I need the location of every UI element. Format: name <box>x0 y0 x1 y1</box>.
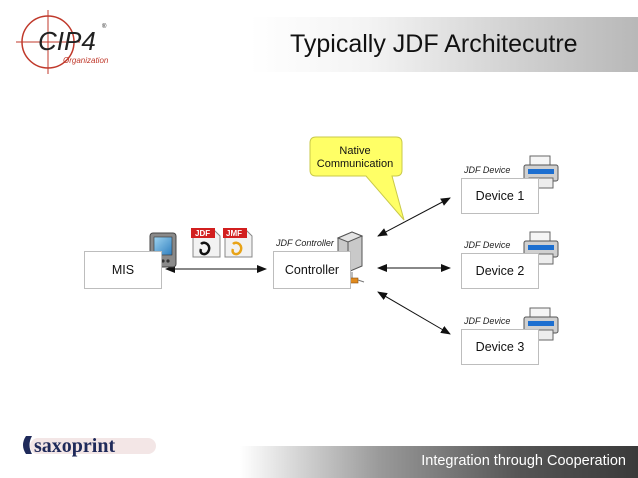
callout-line-1: Native <box>339 145 371 157</box>
printer-icon <box>523 155 559 189</box>
title-bar <box>250 17 638 72</box>
logo-text: CIP4 <box>38 26 96 56</box>
device2-label: Device 2 <box>475 264 525 278</box>
controller-label: Controller <box>284 263 340 277</box>
callout-text: Native Communication <box>312 145 398 171</box>
device1-role-label: JDF Device <box>464 165 511 175</box>
page-title: Typically JDF Architecutre <box>290 30 578 58</box>
device2-role-label: JDF Device <box>464 240 511 250</box>
arrow-controller-device3 <box>377 291 451 335</box>
logo-subtext: Organization <box>63 56 109 65</box>
logo-registered: ® <box>102 23 107 30</box>
svg-text:JMF: JMF <box>226 229 242 238</box>
saxoprint-text: saxoprint <box>34 435 115 457</box>
device1-label: Device 1 <box>475 189 525 203</box>
callout-line-2: Communication <box>316 158 394 170</box>
mis-label: MIS <box>111 263 135 277</box>
device3-label: Device 3 <box>475 340 525 354</box>
mis-node[interactable]: MIS <box>84 251 162 289</box>
arrow-controller-device1 <box>377 197 451 237</box>
device2-node[interactable]: Device 2 <box>461 253 539 289</box>
cip4-logo: CIP4 Organization ® <box>16 10 109 74</box>
device3-role-label: JDF Device <box>464 316 511 326</box>
svg-text:JDF: JDF <box>195 229 210 238</box>
controller-role-label: JDF Controller <box>276 238 334 248</box>
saxoprint-logo: saxoprint <box>23 435 156 457</box>
device1-node[interactable]: Device 1 <box>461 178 539 214</box>
device3-node[interactable]: Device 3 <box>461 329 539 365</box>
jmf-file-icon: JMF <box>223 228 253 258</box>
footer-bar <box>240 446 638 478</box>
callout-bubble <box>309 136 405 221</box>
footer-tagline: Integration through Cooperation <box>421 453 626 469</box>
controller-node[interactable]: Controller <box>273 251 351 289</box>
jdf-file-icon: JDF <box>191 228 221 258</box>
